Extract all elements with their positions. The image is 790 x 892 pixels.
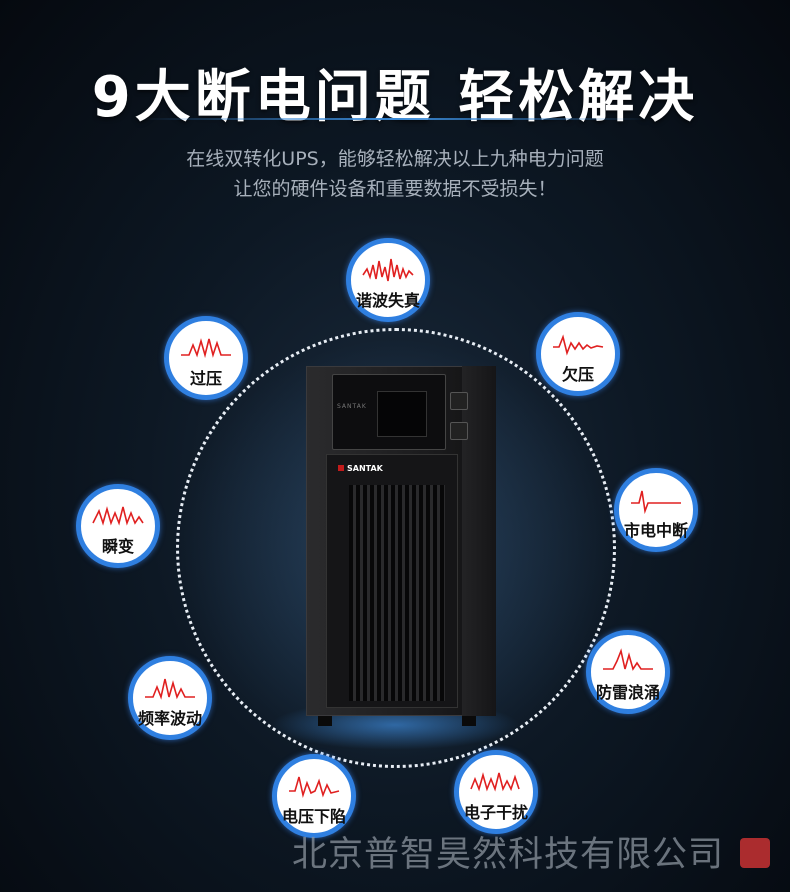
node-power-outage: 市电中断 <box>614 468 698 552</box>
node-label: 频率波动 <box>137 709 202 728</box>
node-label: 过压 <box>189 369 222 388</box>
ups-foot-right <box>462 716 476 726</box>
undervoltage-wave-icon <box>553 334 604 356</box>
node-label: 电压下陷 <box>281 807 346 826</box>
watermark-logo-icon <box>740 838 770 868</box>
panel-button-bottom <box>450 422 468 440</box>
transient-wave-icon <box>92 506 144 526</box>
node-label: 防雷浪涌 <box>595 683 660 702</box>
node-voltage-sag: 电压下陷 <box>272 754 356 838</box>
title-underline <box>140 118 650 120</box>
page-title: 9大断电问题 轻松解决 <box>91 65 699 130</box>
company-watermark: 北京普智昊然科技有限公司 <box>292 835 725 875</box>
frequency-wave-icon <box>145 678 195 700</box>
subtitle-line-2: 让您的硬件设备和重要数据不受损失！ <box>233 178 557 200</box>
panel-brand: SANTAK <box>337 403 367 410</box>
node-lightning-surge: 防雷浪涌 <box>586 630 670 714</box>
dotted-ring <box>176 328 616 768</box>
node-harmonic-distortion: 谐波失真 <box>346 238 430 322</box>
node-transient: 瞬变 <box>76 484 160 568</box>
node-label: 瞬变 <box>101 537 134 556</box>
outage-wave-icon <box>631 490 681 515</box>
node-label: 电子干扰 <box>463 803 528 822</box>
ups-front-cover: SANTAK <box>326 454 458 708</box>
ups-vents <box>349 485 445 701</box>
node-label: 谐波失真 <box>355 291 420 310</box>
node-label: 欠压 <box>561 365 594 384</box>
sag-wave-icon <box>289 776 340 798</box>
ups-side <box>462 366 496 716</box>
node-electronic-interference: 电子干扰 <box>454 750 538 834</box>
surge-wave-icon <box>603 648 653 671</box>
node-label: 市电中断 <box>623 521 688 540</box>
panel-button-top <box>450 392 468 410</box>
ups-foot-left <box>318 716 332 726</box>
santak-logo: SANTAK <box>335 463 386 474</box>
ups-tower-image: SANTAK SANTAK <box>306 366 496 726</box>
interference-wave-icon <box>470 772 520 792</box>
node-overvoltage: 过压 <box>164 316 248 400</box>
node-frequency-fluctuation: 频率波动 <box>128 656 212 740</box>
lcd-screen <box>377 391 427 437</box>
harmonic-wave-icon <box>362 258 414 282</box>
ups-control-panel: SANTAK <box>332 374 446 450</box>
overvoltage-wave-icon <box>181 338 231 359</box>
node-undervoltage: 欠压 <box>536 312 620 396</box>
subtitle-line-1: 在线双转化UPS，能够轻松解决以上九种电力问题 <box>186 148 604 170</box>
